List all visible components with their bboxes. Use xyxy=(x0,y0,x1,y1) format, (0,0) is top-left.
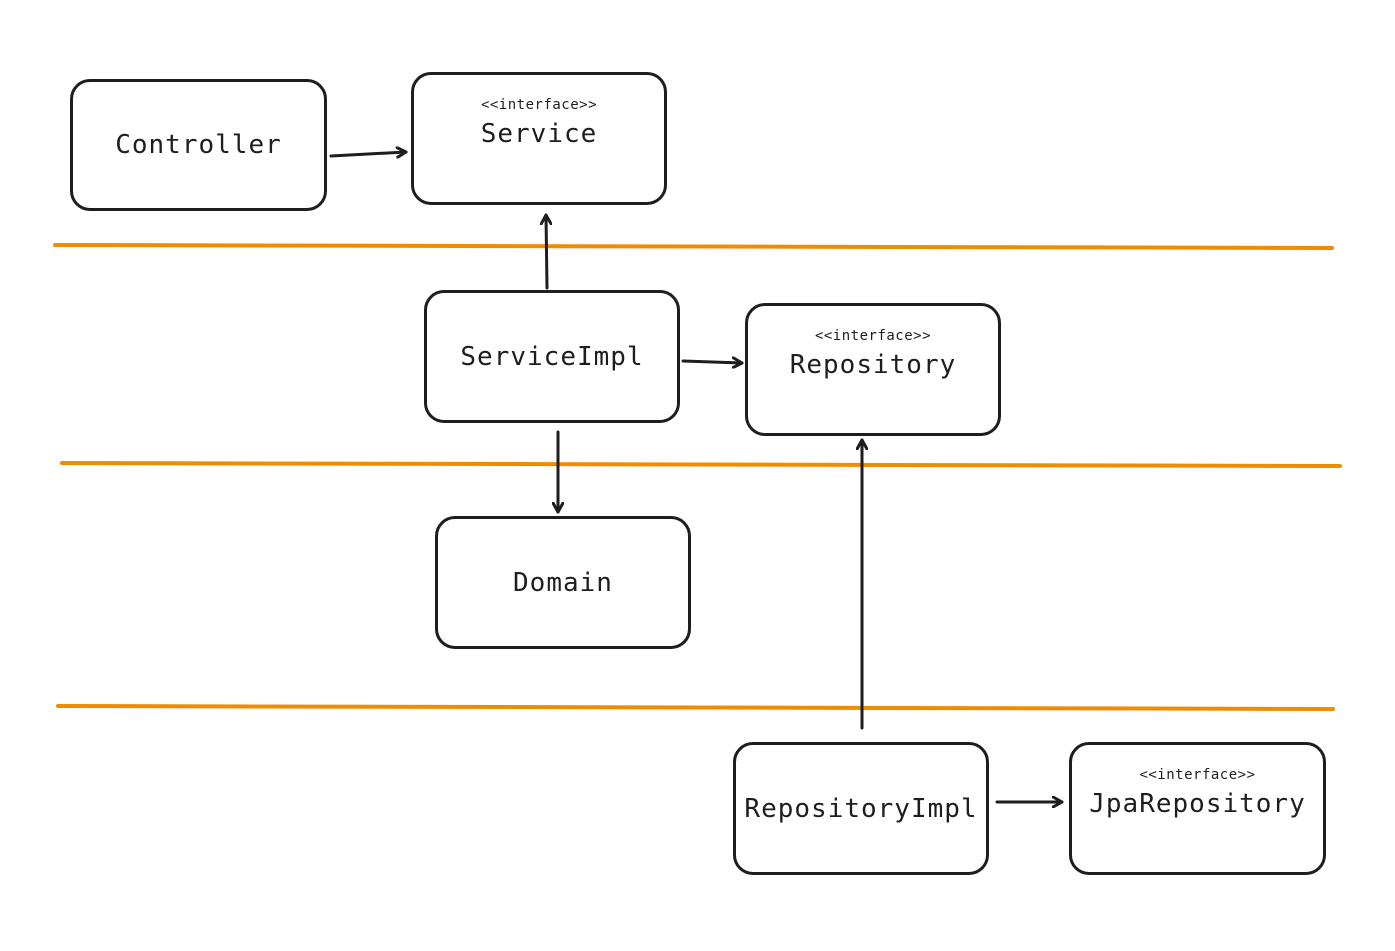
controller-box[interactable]: Controller xyxy=(70,79,327,211)
layer-divider-2 xyxy=(60,461,1342,468)
jpa-repository-label: JpaRepository xyxy=(1089,789,1306,819)
domain-label: Domain xyxy=(513,567,613,598)
controller-label: Controller xyxy=(115,130,282,160)
layer-divider-3 xyxy=(56,704,1335,711)
service-label: Service xyxy=(480,119,598,149)
service-stereotype: <<interface>> xyxy=(480,97,598,113)
layer-divider-1 xyxy=(53,243,1334,250)
repository-impl-label: RepositoryImpl xyxy=(744,793,978,824)
repository-interface-box[interactable]: <<interface>> Repository xyxy=(745,303,1001,436)
repository-label: Repository xyxy=(789,350,957,380)
arrow-serviceimpl-to-repository xyxy=(681,361,744,363)
repository-stereotype: <<interface>> xyxy=(814,328,932,344)
service-impl-label: ServiceImpl xyxy=(460,341,644,372)
service-impl-box[interactable]: ServiceImpl xyxy=(424,290,680,423)
arrow-serviceimpl-to-service xyxy=(546,213,547,290)
arrow-controller-to-service xyxy=(329,152,408,156)
domain-box[interactable]: Domain xyxy=(435,516,691,649)
jpa-repository-stereotype: <<interface>> xyxy=(1139,767,1256,783)
service-interface-box[interactable]: <<interface>> Service xyxy=(411,72,667,205)
repository-impl-box[interactable]: RepositoryImpl xyxy=(733,742,989,875)
jpa-repository-interface-box[interactable]: <<interface>> JpaRepository xyxy=(1069,742,1326,875)
